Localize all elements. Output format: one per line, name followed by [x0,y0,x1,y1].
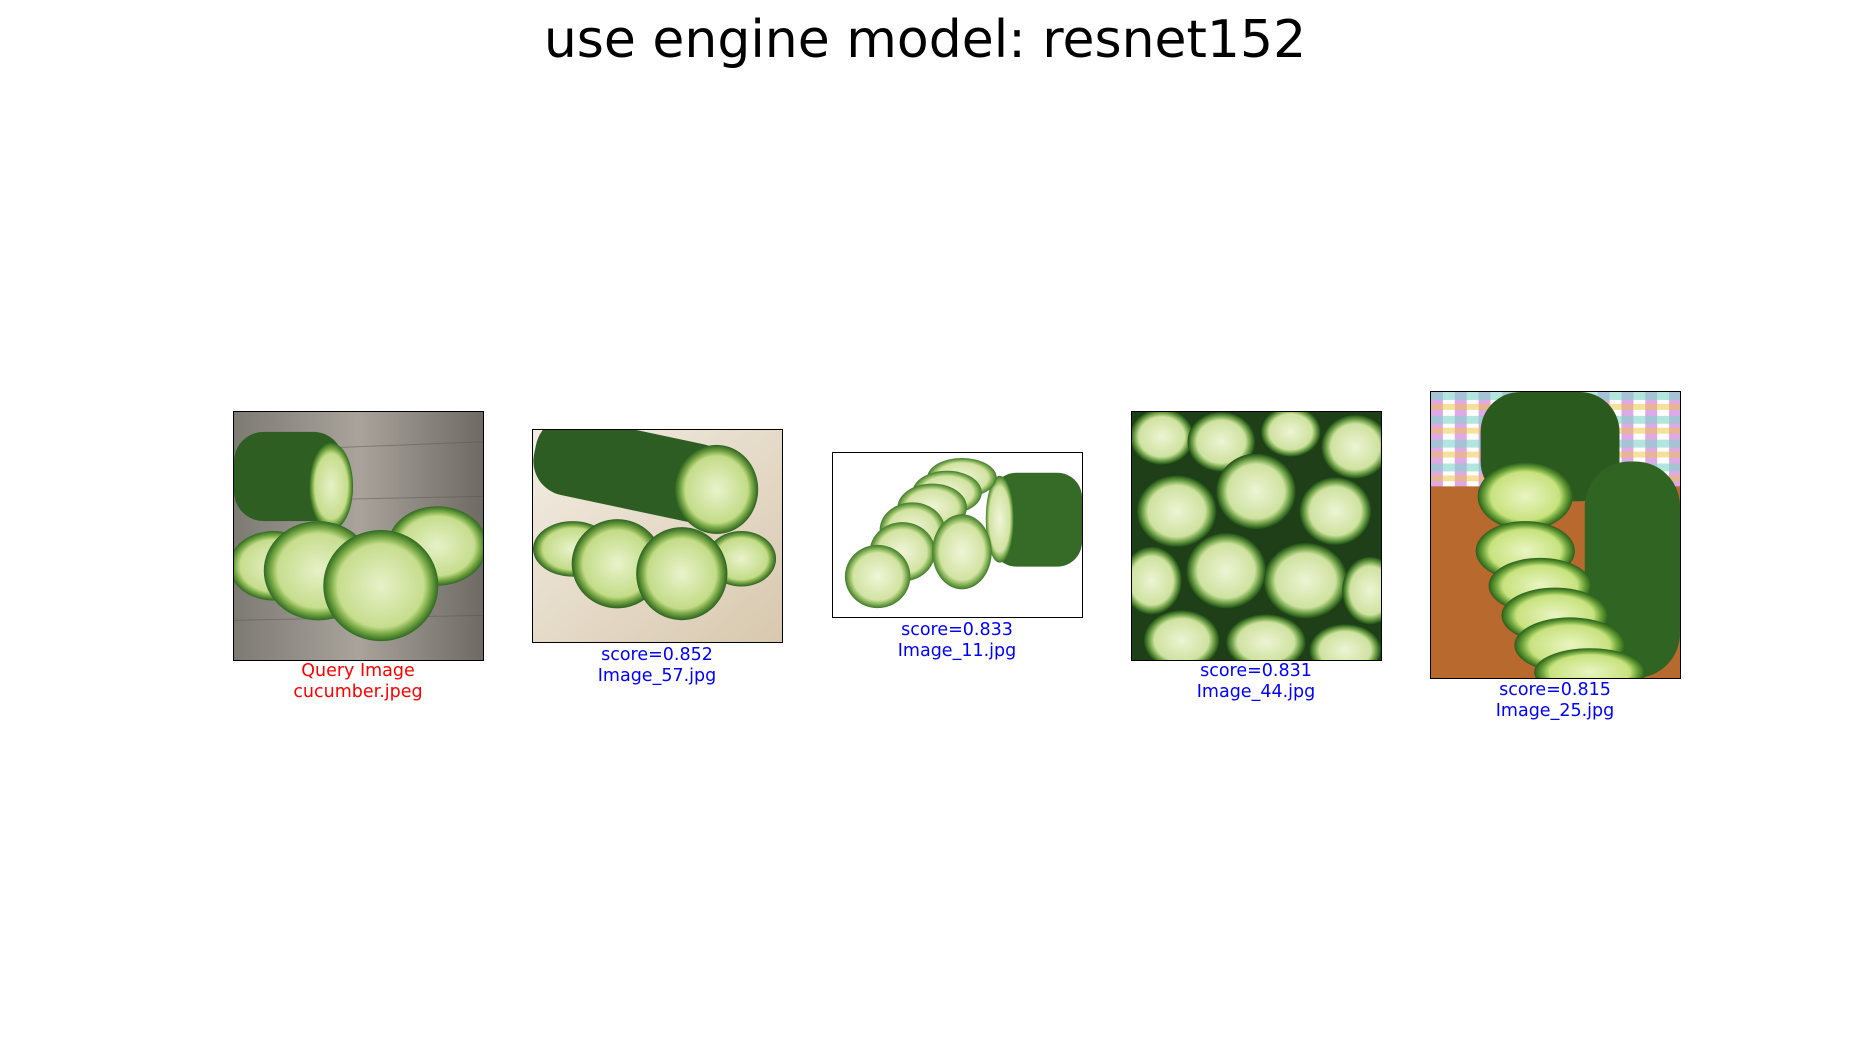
result-score-1: score=0.852 [601,645,713,665]
result-filename-4: Image_25.jpg [1495,701,1615,721]
result-image-2 [832,452,1083,618]
result-image-3 [1131,411,1382,661]
result-caption-4: score=0.815 Image_25.jpg [1395,680,1715,722]
query-caption: Query Image cucumber.jpeg [198,661,518,703]
result-filename-1: Image_57.jpg [597,666,717,686]
result-caption-1: score=0.852 Image_57.jpg [497,645,817,687]
result-image-4 [1430,391,1681,679]
result-score-4: score=0.815 [1499,680,1611,700]
result-filename-3: Image_44.jpg [1196,682,1316,702]
query-image [233,411,484,661]
query-label: Query Image [301,661,415,681]
result-image-1 [532,429,783,643]
result-score-3: score=0.831 [1200,661,1312,681]
result-caption-3: score=0.831 Image_44.jpg [1096,661,1416,703]
figure-title: use engine model: resnet152 [543,10,1307,70]
query-filename: cucumber.jpeg [293,682,423,702]
result-score-2: score=0.833 [901,620,1013,640]
result-filename-2: Image_11.jpg [897,641,1017,661]
result-caption-2: score=0.833 Image_11.jpg [797,620,1117,662]
